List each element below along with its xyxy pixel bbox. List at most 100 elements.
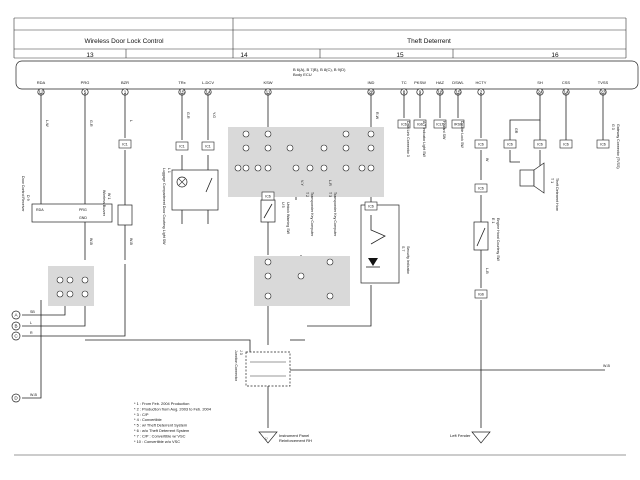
ecu-pin-number: 5: [84, 90, 87, 95]
door-control-receiver: RDA PRG GND D 9 Door Control Receiver: [21, 176, 113, 223]
connector-box-label: IC6: [507, 143, 513, 147]
luggage-light: L 1 Luggage Compartment Door Courtesy Li…: [162, 168, 219, 245]
ecu-pin-label: DSWL: [452, 80, 464, 85]
ecu-pin-label: IND: [368, 80, 375, 85]
connector-pin: [66, 290, 74, 298]
header: Wireless Door Lock Control Theft Deterre…: [13, 17, 627, 59]
wiring: [22, 93, 605, 428]
connector-box-label: IC6: [563, 143, 569, 147]
connector-pin: [367, 164, 375, 172]
right-wire-label: W-B: [603, 364, 611, 368]
connector-box: [433, 119, 447, 129]
ecu-pin-number: 15: [179, 90, 185, 95]
connector-box-label: IC6: [537, 143, 543, 147]
ecu-pin-label: TRx: [178, 80, 185, 85]
svg-text:W 1: W 1: [107, 193, 111, 199]
connector-pin: [326, 258, 334, 266]
wireless-buzzer: W 1 Wireless Buzzer: [102, 190, 133, 226]
ecu-pin-number: 12: [38, 90, 44, 95]
footnote-line: * 6 : w/o Theft Deterrent System: [134, 428, 189, 433]
svg-text:T 2: T 2: [305, 192, 309, 197]
footnotes: * 1 : From Feb. 2004 Production* 2 : Pro…: [134, 401, 212, 444]
connector-pin: [81, 276, 89, 284]
wire-color-label: L-W: [45, 120, 49, 127]
svg-text:Reinforcement RH: Reinforcement RH: [279, 438, 312, 443]
svg-text:L 1: L 1: [167, 168, 171, 173]
connector-box: [413, 119, 427, 129]
footnote-line: * 1 : From Feb. 2004 Production: [134, 401, 189, 406]
svg-text:GND: GND: [79, 216, 87, 220]
connector-box: [201, 141, 215, 151]
connector-pin: [286, 144, 294, 152]
ecu-pin-label: HAZ: [436, 80, 445, 85]
connector-pin: [342, 144, 350, 152]
svg-text:Wireless Buzzer: Wireless Buzzer: [102, 190, 106, 217]
side-ref-label: L: [30, 321, 32, 325]
svg-text:Unlock Warning SW: Unlock Warning SW: [286, 202, 290, 235]
column-number-16: 16: [551, 52, 559, 59]
svg-text:Door Control Receiver: Door Control Receiver: [21, 176, 25, 212]
ecu-name: Body ECU: [293, 72, 312, 77]
connector-pin: [264, 272, 272, 280]
svg-text:Transponder Key Computer: Transponder Key Computer: [310, 192, 314, 237]
side-ref-label: R: [30, 331, 33, 335]
connector-pin: [320, 144, 328, 152]
svg-text:Gateway Connector (TVSS): Gateway Connector (TVSS): [616, 124, 620, 169]
unlock-warning-switch: U 5 Unlock Warning SW: [260, 199, 290, 235]
ecu-pin-label: SH: [537, 80, 543, 85]
svg-text:Security Indicator: Security Indicator: [406, 246, 410, 275]
connector-pin: [342, 164, 350, 172]
connector-box: [596, 139, 610, 149]
connector-box-label: IC6: [478, 187, 484, 191]
footnote-line: * 7 : C/P : Convertible w/ VSC: [134, 433, 186, 438]
svg-text:Double Lock SW: Double Lock SW: [460, 121, 464, 148]
body-ecu: B 6(A), B 7(B), B 8(C), B 9(D) Body ECU: [15, 60, 639, 90]
connector-box-label: IC6: [265, 195, 271, 199]
connector-pin: [81, 290, 89, 298]
connector-box-label: IC1: [205, 145, 211, 149]
svg-text:U 5: U 5: [281, 202, 285, 208]
junction-block-upper: [228, 127, 384, 197]
ecu-pin-number: 1: [124, 90, 127, 95]
wire-color-label: L-R: [328, 180, 332, 186]
splice-block: [48, 266, 94, 306]
ecu-pin-number: 14: [563, 90, 569, 95]
connector-box-label: IG6: [417, 123, 423, 127]
connector-box-label: IC1: [122, 143, 128, 147]
svg-text:J 3: J 3: [239, 350, 243, 355]
connector-pin: [342, 130, 350, 138]
wire-color-label: V-Y: [300, 180, 304, 186]
connector-box: [474, 183, 488, 193]
connector-pin: [367, 144, 375, 152]
ecu-pin-label: PRG: [81, 80, 90, 85]
svg-text:G 3: G 3: [611, 124, 615, 130]
svg-text:Instrument Panel: Instrument Panel: [279, 433, 309, 438]
engine-hood-switch: E 1 Engine Hood Courtesy SW: [473, 218, 500, 262]
wire-color-label: R-W: [375, 112, 379, 120]
ecu-pin-number: 28: [368, 90, 374, 95]
svg-text:Luggage Compartment Door Court: Luggage Compartment Door Courtesy Light …: [162, 168, 166, 245]
wire-color-label: G-R: [89, 120, 93, 127]
section-title-wireless: Wireless Door Lock Control: [84, 38, 164, 45]
gateway-connector-label: G 3 Gateway Connector (TVSS): [611, 124, 620, 169]
wire-color-label: GR: [514, 128, 518, 134]
connector-pin: [264, 130, 272, 138]
ecu-pin-group: RDA12PRG5BZR1TRx15L-DCV14KSW11IND28TC8PK…: [37, 80, 609, 96]
column-number-13: 13: [86, 52, 94, 59]
side-ref-letter: A: [14, 313, 18, 318]
ecu-pin-number: 14: [205, 90, 211, 95]
ground-symbol: ▽: [265, 437, 268, 441]
footnote-line: * 2 : Production from Aug. 2003 to Feb. …: [134, 406, 212, 411]
connector-box: [533, 139, 547, 149]
connector-box: [118, 139, 132, 149]
ecu-pin-number: 8: [403, 90, 406, 95]
connector-box: [364, 201, 378, 211]
wire-color-label: W: [485, 158, 489, 162]
svg-text:A/T Indicator Light SW: A/T Indicator Light SW: [422, 121, 426, 157]
connector-box: [474, 289, 488, 299]
connector-pin: [358, 164, 366, 172]
svg-text:T 1: T 1: [550, 178, 554, 183]
connector-box: [397, 119, 411, 129]
side-ref-letter: C: [14, 334, 18, 339]
